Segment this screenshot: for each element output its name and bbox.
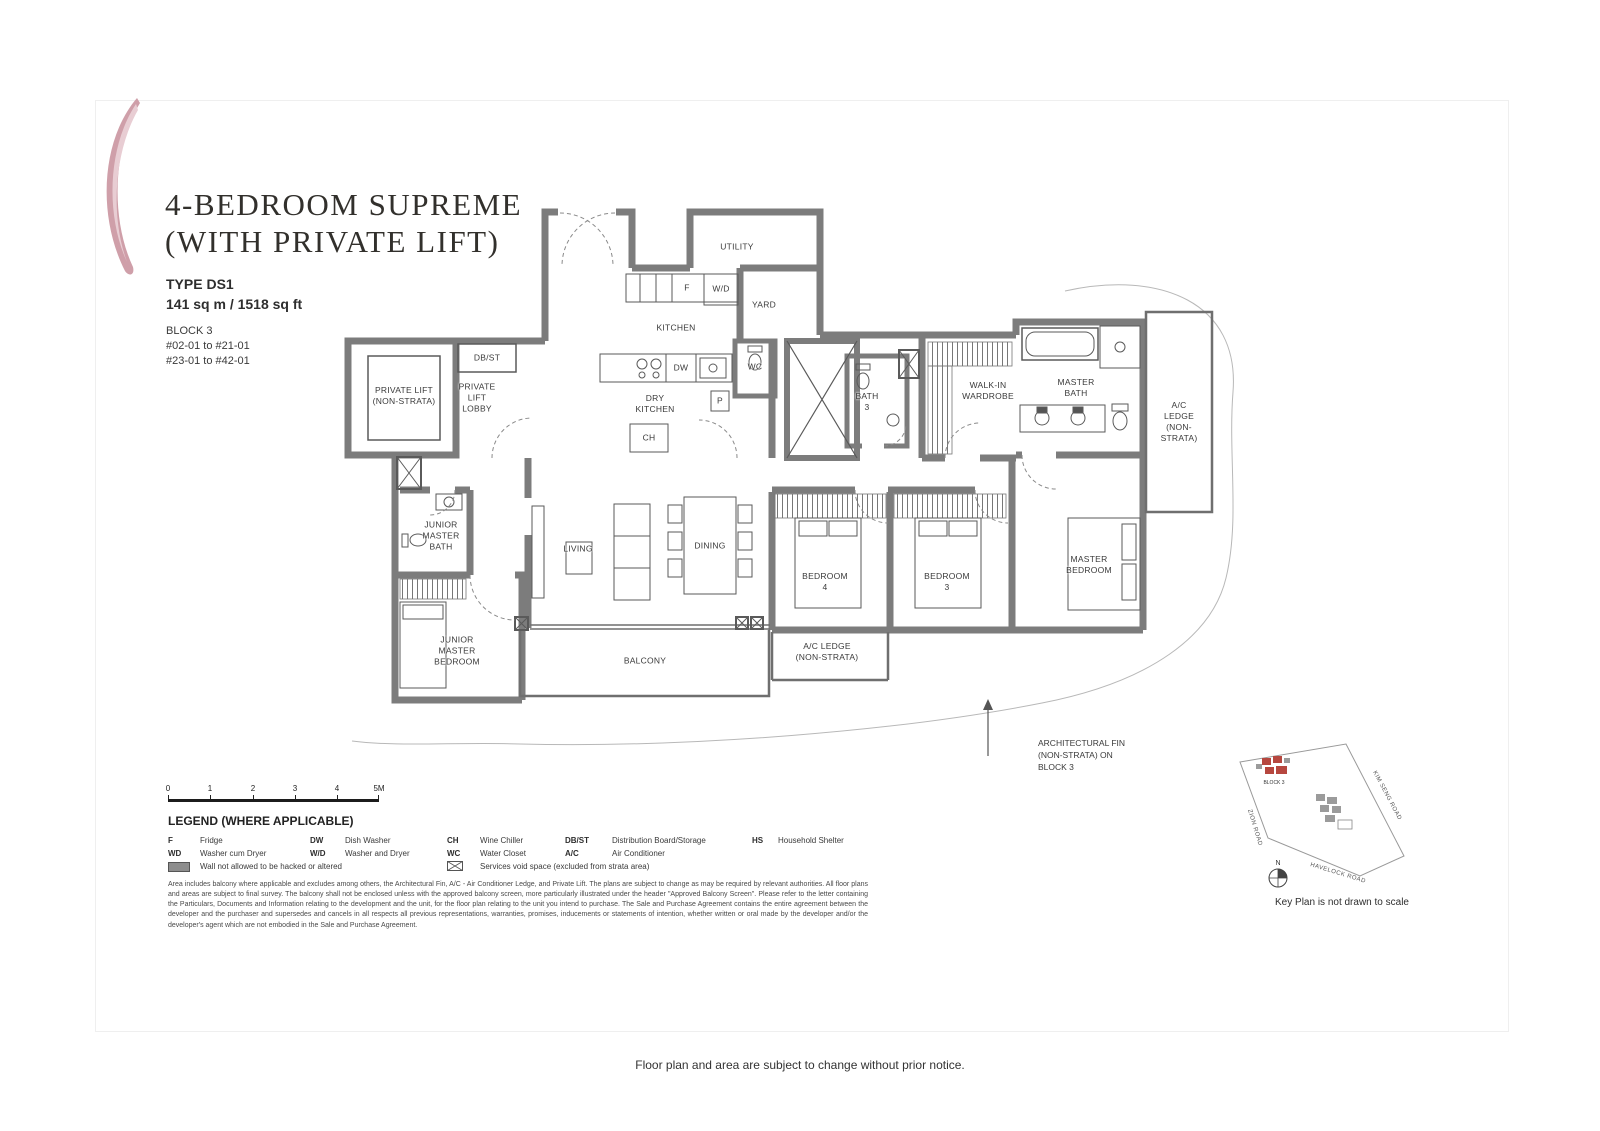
- room-label-balcony: BALCONY: [623, 655, 667, 666]
- scale-label-2: 2: [250, 784, 256, 793]
- fixture-label-dishwasher: DW: [673, 362, 689, 373]
- keyplan-block3-label: BLOCK 3: [1263, 780, 1284, 786]
- fixture-label-washer-dryer: W/D: [712, 283, 730, 294]
- room-label-junior-master-bath: JUNIOR MASTER BATH: [422, 519, 460, 552]
- block-number: BLOCK 3: [166, 325, 213, 337]
- architectural-fin-note: ARCHITECTURAL FIN (NON-STRATA) ON BLOCK …: [1038, 738, 1126, 772]
- keyplan-road-havelock: HAVELOCK ROAD: [1309, 862, 1366, 885]
- keyplan-caption: Key Plan is not drawn to scale: [1275, 897, 1409, 908]
- legend-label: Wine Chiller: [480, 836, 524, 845]
- scale-label-4: 4: [334, 784, 340, 793]
- room-label-walkin-wardrobe: WALK-IN WARDROBE: [962, 379, 1014, 401]
- light-walls-layer: [518, 310, 1214, 698]
- fixture-label-wine-chiller: CH: [642, 432, 656, 443]
- room-label-kitchen: KITCHEN: [656, 322, 696, 333]
- room-label-bedroom3: BEDROOM 3: [924, 570, 970, 592]
- fixture-label-wc: WC: [747, 361, 763, 372]
- legend: LEGEND (WHERE APPLICABLE) F Fridge DW Di…: [168, 814, 948, 878]
- scale-bar-rule: [168, 799, 379, 802]
- plan-title-line1: 4-BEDROOM SUPREME: [165, 187, 523, 222]
- legend-label: Wall not allowed to be hacked or altered: [200, 862, 343, 871]
- legend-label: Household Shelter: [778, 836, 844, 845]
- legend-label: Washer and Dryer: [345, 849, 410, 858]
- room-label-dry-kitchen: DRY KITCHEN: [635, 392, 675, 414]
- legend-abbr: F: [168, 836, 173, 845]
- scale-label-5: 5M: [373, 784, 385, 793]
- keyplan-site-outline: [1239, 743, 1405, 877]
- scale-label-0: 0: [165, 784, 171, 793]
- room-label-living: LIVING: [563, 543, 593, 554]
- keyplan-other-blocks-cluster: [1316, 794, 1353, 830]
- plan-title-line2: (WITH PRIVATE LIFT): [165, 224, 500, 259]
- room-label-lift-lobby: PRIVATE LIFT LOBBY: [458, 381, 496, 414]
- key-plan: BLOCK 3 ZION ROAD KIM SENG ROAD HAVELOCK…: [1239, 743, 1405, 888]
- legend-abbr: HS: [752, 836, 764, 845]
- plan-title: 4-BEDROOM SUPREME (WITH PRIVATE LIFT): [165, 186, 522, 260]
- room-label-utility: UTILITY: [720, 241, 754, 252]
- legend-label: Dish Washer: [345, 836, 391, 845]
- legend-abbr: DW: [310, 836, 324, 845]
- wardrobe-hatch-layer: [399, 341, 1013, 600]
- legend-abbr: DB/ST: [565, 836, 589, 845]
- legend-void-swatch: [447, 861, 463, 871]
- room-label-dining: DINING: [694, 540, 726, 551]
- fixture-label-fridge: F: [684, 282, 690, 293]
- unit-type: TYPE DS1: [166, 276, 234, 292]
- legend-wall-swatch: [168, 862, 190, 872]
- floor-plan-drawing: [344, 208, 1234, 756]
- scale-label-3: 3: [292, 784, 298, 793]
- fin-pointer: [983, 699, 993, 756]
- north-label: N: [1275, 860, 1280, 867]
- unit-area: 141 sq m / 1518 sq ft: [166, 296, 303, 312]
- keyplan-road-zion: ZION ROAD: [1246, 809, 1263, 847]
- unit-range-1: #02-01 to #21-01: [166, 340, 250, 352]
- keyplan-road-kim-seng: KIM SENG ROAD: [1371, 770, 1402, 821]
- legend-abbr: A/C: [565, 849, 579, 858]
- legend-abbr: CH: [447, 836, 459, 845]
- legend-label: Air Conditioner: [612, 849, 665, 858]
- room-label-bath3: BATH 3: [855, 390, 879, 412]
- room-label-master-bedroom: MASTER BEDROOM: [1066, 553, 1112, 575]
- property-boundary-curve: [351, 284, 1234, 746]
- scale-label-1: 1: [207, 784, 213, 793]
- walls-layer: [344, 208, 1147, 704]
- legend-abbr: WC: [447, 849, 461, 858]
- petal-outer-shape: [106, 98, 140, 275]
- legend-label: Distribution Board/Storage: [612, 836, 706, 845]
- room-label-ac-ledge-right: A/C LEDGE (NON- STRATA): [1160, 399, 1198, 444]
- footer-note: Floor plan and area are subject to chang…: [635, 1058, 965, 1072]
- disclaimer-text: Area includes balcony where applicable a…: [168, 881, 868, 929]
- room-label-bedroom4: BEDROOM 4: [802, 570, 848, 592]
- legend-label: Water Closet: [480, 849, 526, 858]
- room-label-junior-master-bedroom: JUNIOR MASTER BEDROOM: [434, 634, 480, 667]
- fixture-label-p: P: [717, 395, 723, 406]
- room-label-private-lift: PRIVATE LIFT (NON-STRATA): [372, 384, 436, 406]
- legend-title: LEGEND (WHERE APPLICABLE): [168, 814, 354, 828]
- brand-petal-decoration: [106, 98, 140, 275]
- petal-inner-shape: [112, 104, 138, 262]
- room-label-yard: YARD: [752, 299, 776, 310]
- fixture-label-dbst: DB/ST: [473, 352, 501, 363]
- room-label-ac-ledge-bottom: A/C LEDGE (NON-STRATA): [795, 640, 859, 662]
- fixtures-layer: [367, 273, 1141, 689]
- legend-abbr: WD: [168, 849, 182, 858]
- legend-label: Fridge: [200, 836, 223, 845]
- scale-bar: 0 1 2 3 4 5M: [165, 784, 388, 806]
- keyplan-block3-cluster: BLOCK 3: [1256, 756, 1290, 786]
- door-swings-layer: [429, 212, 1057, 621]
- room-label-master-bath: MASTER BATH: [1057, 376, 1095, 398]
- legend-abbr: W/D: [310, 849, 326, 858]
- services-void-layer: [396, 340, 920, 631]
- legend-label: Washer cum Dryer: [200, 849, 267, 858]
- north-arrow: N: [1268, 860, 1288, 888]
- floorplan-sheet: [95, 100, 1509, 1032]
- unit-range-2: #23-01 to #42-01: [166, 355, 250, 367]
- legend-label: Services void space (excluded from strat…: [480, 862, 650, 871]
